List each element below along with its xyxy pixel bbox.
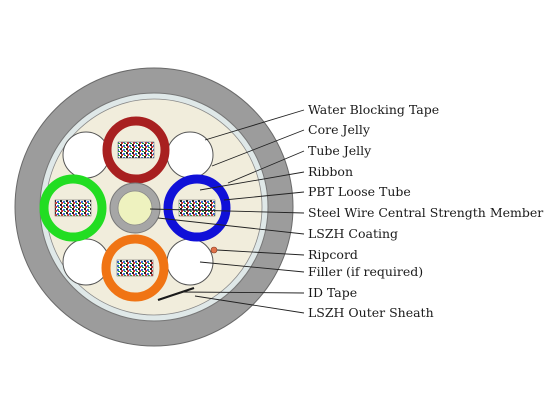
ribbon-stack: [117, 141, 155, 159]
leader-water-blocking-tape: [204, 109, 305, 141]
leader-steel-wire: [149, 208, 305, 214]
ribbon-stack: [116, 259, 154, 277]
leader-lszh-coating: [157, 217, 305, 235]
label-group: Water Blocking Tape Core Jelly Tube Jell…: [308, 102, 543, 320]
label-id-tape: ID Tape: [308, 285, 357, 300]
label-lszh-outer-sheath: LSZH Outer Sheath: [308, 305, 434, 320]
ribbon-stack: [178, 199, 216, 217]
label-ripcord: Ripcord: [308, 247, 358, 262]
label-water-blocking-tape: Water Blocking Tape: [308, 102, 439, 117]
loose-tube-red: [102, 116, 170, 184]
loose-tube-orange: [101, 234, 169, 302]
steel-wire-central-strength-member: [117, 190, 153, 226]
leader-tube-jelly: [227, 150, 305, 184]
label-ribbon: Ribbon: [308, 164, 353, 179]
leader-id-tape: [179, 291, 305, 294]
label-core-jelly: Core Jelly: [308, 122, 371, 137]
filler-top-left: [62, 131, 110, 179]
leader-core-jelly: [211, 129, 305, 167]
leader-filler: [199, 261, 305, 273]
leader-lines: [149, 109, 305, 314]
filler-bottom-right: [166, 238, 214, 286]
filler-top-right: [166, 131, 214, 179]
leader-lszh-outer-sheath: [194, 295, 305, 314]
ribbon-stack: [54, 199, 92, 217]
label-steel-wire-central-strength-member: Steel Wire Central Strength Member: [308, 205, 543, 220]
id-tape: [157, 286, 195, 302]
leader-ripcord: [216, 249, 305, 256]
label-filler: Filler (if required): [308, 264, 423, 279]
label-pbt-loose-tube: PBT Loose Tube: [308, 184, 411, 199]
loose-tube-blue: [163, 174, 231, 242]
leader-pbt-loose-tube: [223, 191, 305, 201]
leader-ribbon: [199, 171, 305, 191]
label-tube-jelly: Tube Jelly: [308, 143, 372, 158]
label-lszh-coating: LSZH Coating: [308, 226, 398, 241]
loose-tube-green: [39, 174, 107, 242]
ripcord: [210, 246, 218, 254]
